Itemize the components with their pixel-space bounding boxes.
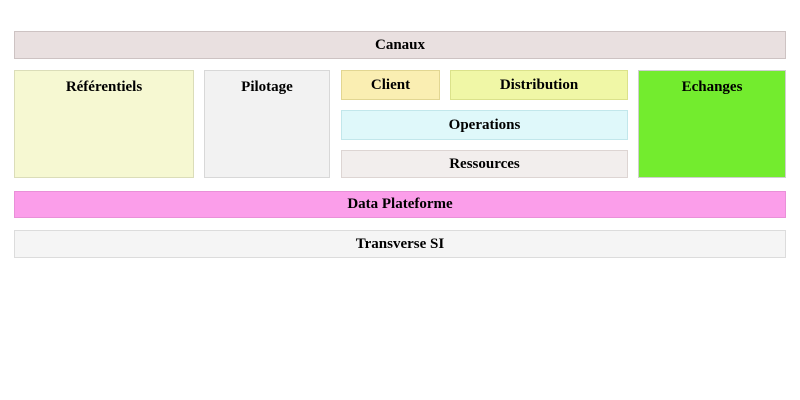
block-operations-label: Operations xyxy=(448,116,521,133)
layer-data-plateforme: Data Plateforme xyxy=(14,191,786,218)
block-pilotage-label: Pilotage xyxy=(241,79,293,95)
block-pilotage: Pilotage xyxy=(204,70,330,178)
layer-transverse-si: Transverse SI xyxy=(14,230,786,258)
layer-canaux: Canaux xyxy=(14,31,786,59)
middle-layer-row: Référentiels Pilotage Client Distributio… xyxy=(14,70,786,178)
block-operations: Operations xyxy=(341,110,628,140)
architecture-diagram: Canaux Référentiels Pilotage Client Dist… xyxy=(14,31,786,258)
block-distribution: Distribution xyxy=(450,70,628,100)
layer-canaux-label: Canaux xyxy=(374,36,426,53)
layer-transverse-si-label: Transverse SI xyxy=(355,235,445,252)
block-client: Client xyxy=(341,70,440,100)
block-distribution-label: Distribution xyxy=(499,76,579,93)
block-echanges-label: Echanges xyxy=(681,79,743,95)
client-distribution-row: Client Distribution xyxy=(341,70,628,100)
block-referentiels: Référentiels xyxy=(14,70,194,178)
middle-column: Client Distribution Operations Ressource… xyxy=(341,70,628,178)
block-client-label: Client xyxy=(370,76,411,93)
block-ressources: Ressources xyxy=(341,150,628,178)
block-ressources-label: Ressources xyxy=(449,155,520,172)
layer-data-plateforme-label: Data Plateforme xyxy=(347,196,453,212)
block-referentiels-label: Référentiels xyxy=(65,79,143,95)
block-echanges: Echanges xyxy=(638,70,786,178)
